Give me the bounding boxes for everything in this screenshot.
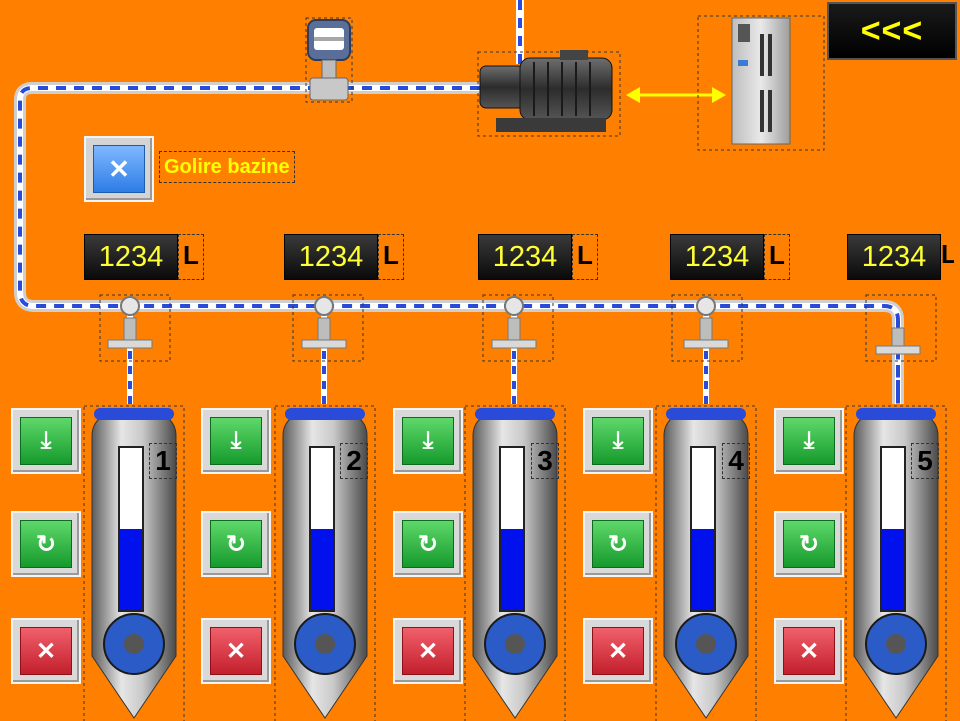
tank-1-number: 1 xyxy=(149,443,177,479)
tank-4-number: 4 xyxy=(722,443,750,479)
tank-4-level-gauge xyxy=(690,446,716,612)
tank-5-fill-button[interactable]: ⤓ xyxy=(774,408,844,474)
download-icon: ⤓ xyxy=(210,417,262,465)
tank-5-volume-display: 1234 L xyxy=(847,234,954,280)
level-fill xyxy=(501,529,523,610)
tank-4-volume-display: 1234 L xyxy=(670,234,790,280)
download-icon: ⤓ xyxy=(402,417,454,465)
close-icon: ✕ xyxy=(93,145,145,193)
tank-3-recirculate-button[interactable]: ↻ xyxy=(393,511,463,577)
tank-4-stop-button[interactable]: ✕ xyxy=(583,618,653,684)
drain-tanks-button[interactable]: ✕ xyxy=(84,136,154,202)
tank-volume-value: 1234 xyxy=(478,234,572,280)
tank-5-number: 5 xyxy=(911,443,939,479)
download-icon: ⤓ xyxy=(783,417,835,465)
refresh-icon: ↻ xyxy=(402,520,454,568)
refresh-icon: ↻ xyxy=(592,520,644,568)
tank-5-recirculate-button[interactable]: ↻ xyxy=(774,511,844,577)
drain-tanks-label: Golire bazine xyxy=(159,151,295,183)
flow-meter xyxy=(305,17,353,103)
tank-volume-unit: L xyxy=(572,234,598,280)
tank-4-fill-button[interactable]: ⤓ xyxy=(583,408,653,474)
refresh-icon: ↻ xyxy=(20,520,72,568)
control-cabinet xyxy=(697,15,825,151)
tank-volume-unit: L xyxy=(941,239,954,269)
valve-group xyxy=(107,296,921,355)
tank-2-number: 2 xyxy=(340,443,368,479)
tank-1-volume-display: 1234 L xyxy=(84,234,204,280)
level-fill xyxy=(692,529,714,610)
tank-volume-value: 1234 xyxy=(847,234,941,280)
tank-volume-unit: L xyxy=(378,234,404,280)
tank-volume-value: 1234 xyxy=(84,234,178,280)
close-icon: ✕ xyxy=(402,627,454,675)
close-icon: ✕ xyxy=(783,627,835,675)
tank-3-stop-button[interactable]: ✕ xyxy=(393,618,463,684)
close-icon: ✕ xyxy=(210,627,262,675)
tank-1-level-gauge xyxy=(118,446,144,612)
valve-frames xyxy=(99,294,937,362)
tank-2-level-gauge xyxy=(309,446,335,612)
refresh-icon: ↻ xyxy=(783,520,835,568)
feed-pipe xyxy=(14,0,904,404)
download-icon: ⤓ xyxy=(20,417,72,465)
tank-5-stop-button[interactable]: ✕ xyxy=(774,618,844,684)
tank-3-number: 3 xyxy=(531,443,559,479)
tank-5-level-gauge xyxy=(880,446,906,612)
tank-1-recirculate-button[interactable]: ↻ xyxy=(11,511,81,577)
tank-1-stop-button[interactable]: ✕ xyxy=(11,618,81,684)
tank-2-recirculate-button[interactable]: ↻ xyxy=(201,511,271,577)
tank-1-fill-button[interactable]: ⤓ xyxy=(11,408,81,474)
tank-volume-unit: L xyxy=(764,234,790,280)
refresh-icon: ↻ xyxy=(210,520,262,568)
close-icon: ✕ xyxy=(20,627,72,675)
back-button[interactable]: <<< xyxy=(827,2,957,60)
download-icon: ⤓ xyxy=(592,417,644,465)
pump xyxy=(477,50,621,137)
tank-4-recirculate-button[interactable]: ↻ xyxy=(583,511,653,577)
tank-2-volume-display: 1234 L xyxy=(284,234,404,280)
tank-3-level-gauge xyxy=(499,446,525,612)
level-fill xyxy=(120,529,142,610)
tank-3-volume-display: 1234 L xyxy=(478,234,598,280)
tank-volume-value: 1234 xyxy=(284,234,378,280)
tank-2-fill-button[interactable]: ⤓ xyxy=(201,408,271,474)
tank-3-fill-button[interactable]: ⤓ xyxy=(393,408,463,474)
close-icon: ✕ xyxy=(592,627,644,675)
comm-link-arrow xyxy=(626,87,726,103)
level-fill xyxy=(311,529,333,610)
tank-volume-value: 1234 xyxy=(670,234,764,280)
tank-volume-unit: L xyxy=(178,234,204,280)
level-fill xyxy=(882,529,904,610)
tank-2-stop-button[interactable]: ✕ xyxy=(201,618,271,684)
